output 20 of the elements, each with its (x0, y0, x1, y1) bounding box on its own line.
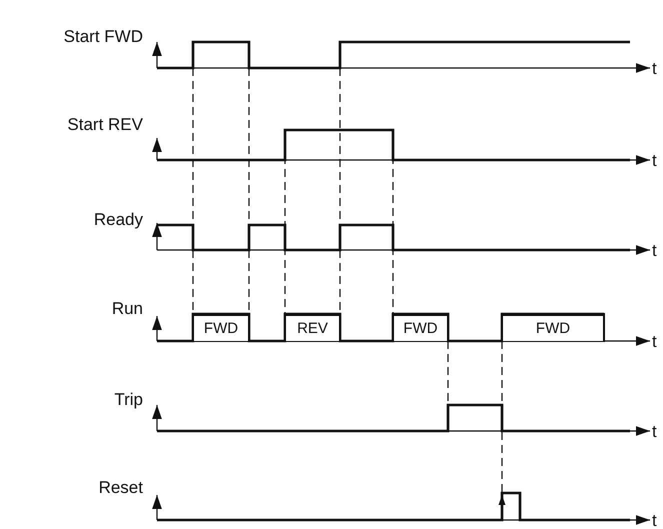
signal-label: Start FWD (64, 28, 143, 45)
direction-text: REV (297, 320, 328, 337)
direction-box (501, 313, 605, 342)
axis-label: t (652, 512, 657, 529)
direction-text: FWD (204, 320, 238, 337)
signal-label: Run (112, 300, 143, 317)
direction-box (192, 313, 250, 342)
direction-text: FWD (536, 320, 570, 337)
axis-label: t (652, 152, 657, 169)
axis-label: t (652, 242, 657, 259)
axis-label: t (652, 60, 657, 77)
signal-label: Start REV (67, 116, 143, 133)
signal-label: Trip (114, 391, 143, 408)
signal-label: Ready (94, 211, 143, 228)
direction-box (284, 313, 341, 342)
direction-box (392, 313, 449, 342)
direction-text: FWD (403, 320, 438, 337)
axis-label: t (652, 423, 657, 440)
axis-label: t (652, 333, 657, 350)
signal-label: Reset (98, 479, 143, 496)
